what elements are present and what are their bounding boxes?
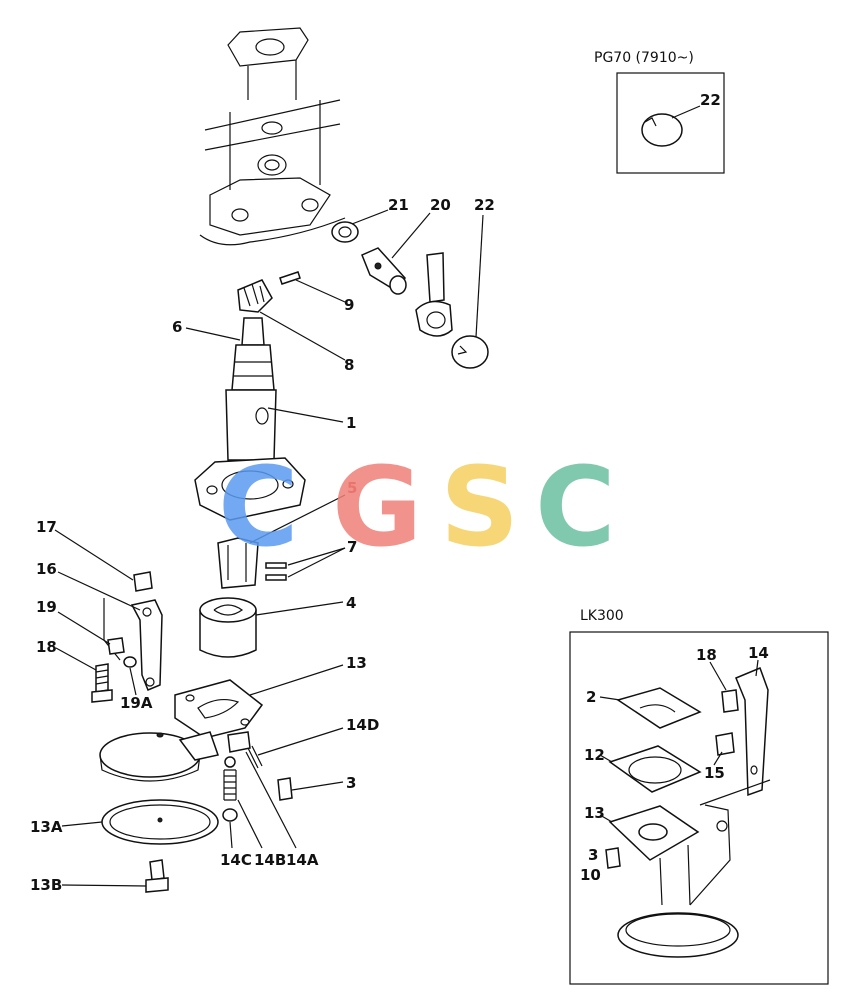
outer-rotor-part: 4 — [199, 594, 356, 658]
lk300-callout-18: 18 — [696, 646, 717, 664]
lk300-callout-15: 15 — [704, 764, 725, 782]
callout-3: 3 — [346, 774, 356, 792]
callout-8: 8 — [344, 356, 354, 374]
callout-4: 4 — [346, 594, 356, 612]
callout-14d: 14D — [346, 716, 379, 734]
watermark-letter-c2: C — [535, 443, 616, 571]
pump-body-part: 1 — [194, 317, 356, 521]
callout-18: 18 — [36, 638, 57, 656]
callout-21: 21 — [388, 196, 409, 214]
lk300-callout-3: 3 — [588, 846, 598, 864]
rotor-and-pins: 5 7 — [217, 479, 357, 589]
engine-block-drawing — [199, 27, 346, 246]
callout-22: 22 — [474, 196, 495, 214]
pg70-inset: PG70 (7910~) 22 — [594, 50, 725, 174]
callout-17: 17 — [36, 518, 57, 536]
callout-20: 20 — [430, 196, 451, 214]
callout-13: 13 — [346, 654, 367, 672]
callout-14a: 14A — [286, 851, 319, 869]
fitting-parts: 21 20 22 — [331, 196, 495, 369]
callout-16: 16 — [36, 560, 57, 578]
callout-5: 5 — [347, 479, 357, 497]
lk300-callout-10: 10 — [580, 866, 601, 884]
callout-19a: 19A — [120, 694, 153, 712]
callout-14c: 14C — [220, 851, 252, 869]
relief-valve-parts: 14C 14B 14A — [220, 751, 319, 869]
gear-and-pin: 9 8 6 — [172, 271, 354, 374]
lk300-title: LK300 — [580, 608, 624, 624]
callout-7: 7 — [347, 538, 357, 556]
strainer-assembly: 13 14D 3 13A 13B — [30, 654, 379, 894]
lk300-callout-2: 2 — [586, 688, 596, 706]
lk300-callout-14: 14 — [748, 644, 769, 662]
watermark-letter-s: S — [440, 443, 519, 571]
watermark-letter-c1: C — [218, 443, 299, 571]
callout-9: 9 — [344, 296, 354, 314]
lk300-callout-12: 12 — [584, 746, 605, 764]
pg70-title: PG70 (7910~) — [594, 50, 694, 66]
lk300-inset: LK300 2 12 13 3 10 18 14 15 — [569, 608, 829, 985]
watermark-letter-g: G — [332, 443, 422, 571]
pg70-callout-22: 22 — [700, 91, 721, 109]
callout-19: 19 — [36, 598, 57, 616]
callout-1: 1 — [346, 414, 356, 432]
lk300-callout-13: 13 — [584, 804, 605, 822]
cgsc-watermark: C G S C — [218, 443, 616, 571]
bracket-assembly: 17 16 19 19A 18 — [36, 518, 163, 712]
callout-6: 6 — [172, 318, 182, 336]
callout-13a: 13A — [30, 818, 63, 836]
callout-13b: 13B — [30, 876, 62, 894]
callout-14b: 14B — [254, 851, 286, 869]
